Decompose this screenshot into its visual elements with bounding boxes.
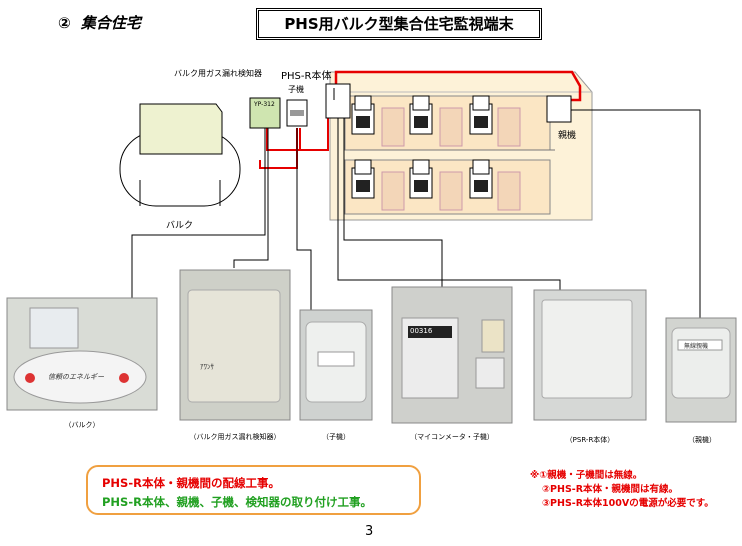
gas-detector-label: バルク用ガス漏れ検知器 bbox=[174, 69, 262, 78]
section-name: 集合住宅 bbox=[80, 14, 141, 32]
caption-bulk: （バルク） bbox=[64, 421, 100, 429]
meter-reading: 00316 bbox=[410, 327, 433, 335]
work-note-installation: PHS-R本体、親機、子機、検知器の取り付け工事。 bbox=[102, 495, 372, 509]
page-title: PHS用バルク型集合住宅監視端末 bbox=[256, 8, 542, 40]
parent-unit-sticker: 無線親機 bbox=[684, 343, 709, 350]
photo-meter bbox=[391, 286, 513, 424]
phs-r-label: PHS-R本体 bbox=[281, 71, 332, 82]
remark-1: ※①親機・子機間は無線。 bbox=[530, 470, 643, 481]
child-unit-label: 子機 bbox=[288, 85, 304, 94]
child-unit bbox=[286, 99, 308, 127]
caption-parent-unit: （親機） bbox=[688, 436, 716, 444]
photo-gas-detector bbox=[179, 269, 291, 421]
work-note-wiring: PHS-R本体・親機間の配線工事。 bbox=[102, 476, 280, 490]
parent-unit-label: 親機 bbox=[558, 131, 577, 141]
red-wire-main bbox=[334, 70, 582, 102]
bulk-tank bbox=[119, 103, 241, 207]
connection-lines bbox=[131, 109, 701, 318]
bulk-label: バルク bbox=[166, 221, 194, 231]
remark-3: ③PHS-R本体100Vの電源が必要です。 bbox=[542, 498, 714, 509]
gas-detector-model: YP-312 bbox=[253, 101, 275, 108]
caption-phs-r: （PSR-R本体） bbox=[565, 436, 615, 444]
section-title: ② 集合住宅 bbox=[58, 12, 141, 33]
red-wire-child bbox=[259, 128, 298, 169]
photo-phs-r bbox=[533, 289, 647, 421]
page-number: 3 bbox=[365, 524, 374, 539]
caption-meter: （マイコンメータ・子機） bbox=[410, 433, 494, 441]
phs-r-unit bbox=[325, 83, 351, 119]
photo-parent-unit bbox=[665, 317, 737, 423]
work-notes-box: PHS-R本体・親機間の配線工事。 PHS-R本体、親機、子機、検知器の取り付け… bbox=[86, 465, 421, 515]
gas-detector-brand: ｱﾜﾝｻ bbox=[200, 363, 214, 371]
photo-bulk bbox=[6, 297, 158, 411]
apartment-meters bbox=[351, 95, 493, 199]
caption-gas-detector: （バルク用ガス漏れ検知器） bbox=[189, 433, 281, 441]
remark-2: ②PHS-R本体・親機間は有線。 bbox=[542, 484, 679, 495]
red-wire-detector bbox=[266, 128, 301, 151]
photo-child-unit bbox=[299, 309, 373, 421]
parent-unit bbox=[546, 95, 572, 123]
section-number: ② bbox=[58, 14, 71, 32]
bulk-sticker-text: 信頼のエネルギー bbox=[48, 373, 104, 381]
apartment-building bbox=[329, 71, 593, 221]
caption-child-unit: （子機） bbox=[322, 433, 350, 441]
remarks: ※①親機・子機間は無線。 ②PHS-R本体・親機間は有線。 ③PHS-R本体10… bbox=[530, 469, 714, 511]
